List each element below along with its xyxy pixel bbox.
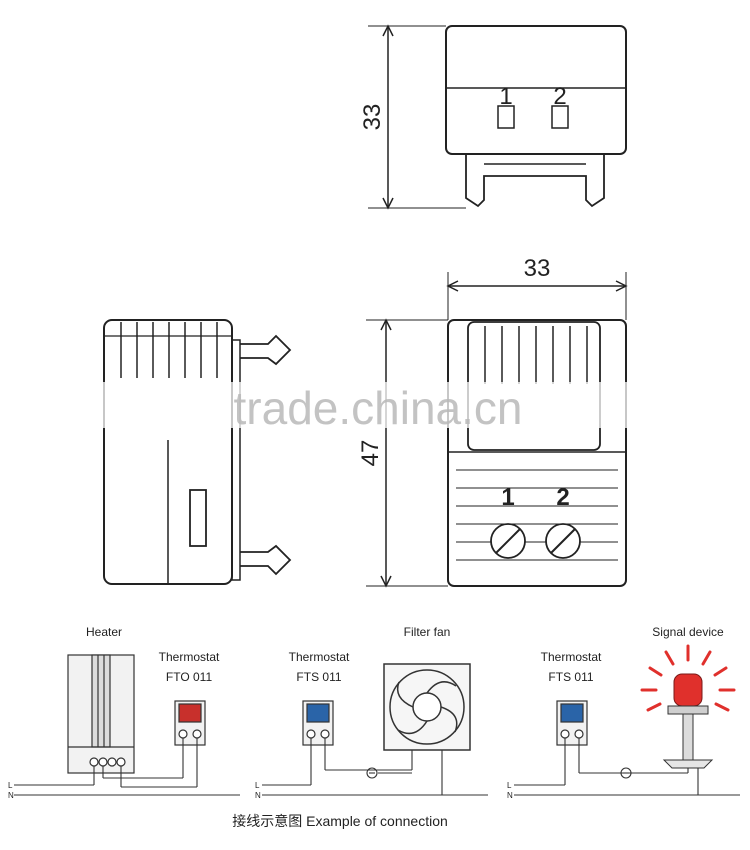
front-view-terminal-2: 2 — [556, 484, 569, 511]
watermark: trade.china.cn — [234, 382, 523, 434]
fan-wire-n: N — [255, 791, 261, 800]
fan-icon — [383, 663, 471, 751]
fts-thermostat-icon-signal — [556, 700, 588, 746]
signal-device-label: Signal device — [652, 625, 724, 639]
filter-fan-thermostat-model: FTS 011 — [296, 670, 341, 684]
filter-fan-thermostat-label: Thermostat — [289, 650, 350, 664]
front-view-terminal-1: 1 — [501, 484, 514, 511]
top-view-terminal-2: 2 — [553, 83, 566, 110]
signal-thermostat-model: FTS 011 — [548, 670, 593, 684]
signal-wire-l: L — [507, 781, 512, 790]
heater-thermostat-label: Thermostat — [159, 650, 220, 664]
heater-label: Heater — [86, 625, 122, 639]
side-view — [103, 319, 292, 585]
filter-fan-label: Filter fan — [404, 625, 451, 639]
fto-thermostat-icon — [174, 700, 206, 746]
fts-thermostat-icon-fan — [302, 700, 334, 746]
top-view — [368, 24, 627, 210]
heater-wire-l: L — [8, 781, 13, 790]
heater-icon — [67, 654, 135, 774]
signal-thermostat-label: Thermostat — [541, 650, 602, 664]
fan-wire-l: L — [255, 781, 260, 790]
top-view-height-label: 33 — [359, 104, 386, 131]
heater-wire-n: N — [8, 791, 14, 800]
top-view-terminal-1: 1 — [499, 83, 512, 110]
caption: 接线示意图 Example of connection — [232, 813, 448, 829]
watermark-band — [80, 382, 650, 428]
front-view-height-label: 47 — [357, 440, 384, 467]
front-view-width-label: 33 — [524, 255, 551, 282]
wiring — [14, 738, 740, 796]
heater-thermostat-model: FTO 011 — [166, 670, 213, 684]
signal-wire-n: N — [507, 791, 513, 800]
signal-light-icon — [640, 644, 736, 769]
